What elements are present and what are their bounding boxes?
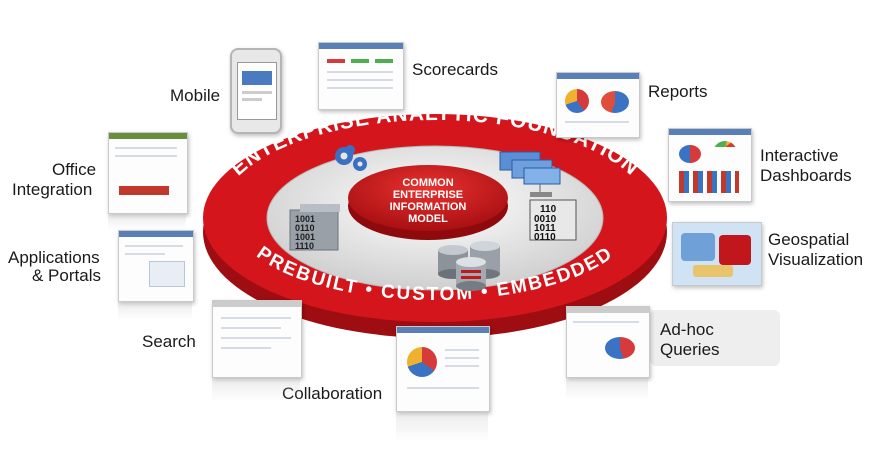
label-scorecards: Scorecards — [412, 60, 498, 79]
thumbnail-row — [115, 155, 177, 157]
gauge-icon — [713, 141, 737, 153]
thumbnail-titlebar — [319, 43, 403, 49]
thumbnail-titlebar — [213, 301, 301, 307]
adhoc-label-background — [650, 310, 780, 366]
mobile-chart — [242, 71, 272, 85]
thumbnail-row — [221, 317, 291, 319]
thumbnail-row — [573, 321, 639, 323]
center-line-3: INFORMATION — [390, 201, 467, 213]
scorecards-thumbnail — [318, 42, 404, 110]
binary-left-3: 1001 — [295, 232, 315, 242]
thumbnail-row — [115, 147, 177, 149]
binary-right-1: 110 — [540, 204, 557, 215]
thumbnail-row — [407, 387, 479, 389]
thumbnail-row — [327, 71, 393, 73]
label-geo-2: Visualization — [768, 250, 864, 269]
label-mobile: Mobile — [170, 86, 221, 105]
score-red — [327, 59, 345, 63]
label-geo-1: Geospatial — [768, 230, 850, 249]
thumbnail-titlebar — [397, 327, 489, 333]
search-thumbnail — [212, 300, 302, 378]
collaboration-thumbnail — [396, 326, 490, 412]
thumbnail-row — [221, 327, 281, 329]
binary-left-2: 0110 — [295, 223, 315, 233]
label-adhoc-2: Queries — [660, 340, 720, 359]
search-reflection — [212, 378, 300, 402]
label-office-2: Integration — [12, 180, 93, 199]
center-line-4: MODEL — [408, 213, 448, 225]
thumbnail-row — [221, 347, 271, 349]
thumbnail-row — [445, 365, 479, 367]
database-icon — [438, 241, 500, 291]
binary-left-4: 1110 — [295, 241, 314, 251]
label-interactive-2: Dashboards — [760, 166, 852, 185]
mobile-screen — [237, 62, 277, 120]
pie-chart-icon — [565, 89, 589, 113]
label-apps-1: Applications — [8, 248, 100, 267]
adhoc-reflection — [566, 378, 648, 400]
thumbnail-row — [327, 79, 393, 81]
office-reflection — [108, 214, 186, 230]
thumbnail-titlebar — [109, 133, 187, 139]
binary-cube-icon — [529, 199, 577, 241]
thumbnail-titlebar — [567, 307, 649, 313]
center-line-1: COMMON — [402, 177, 453, 189]
applications-thumbnail — [118, 230, 194, 302]
adhoc-thumbnail — [566, 306, 650, 378]
gears-icon — [335, 145, 367, 171]
reports-thumbnail — [556, 72, 640, 138]
pie-chart-icon — [679, 145, 701, 163]
label-collaboration: Collaboration — [282, 384, 383, 403]
label-interactive-1: Interactive — [760, 146, 839, 165]
office-thumbnail — [108, 132, 188, 214]
collaboration-reflection — [396, 412, 488, 442]
thumbnail-row — [221, 337, 291, 339]
pie-chart-icon — [407, 347, 437, 377]
binary-right-2: 0010 — [534, 214, 557, 225]
center-disc — [348, 165, 508, 231]
score-green — [351, 59, 369, 63]
thumbnail-titlebar — [557, 73, 639, 79]
thumbnail-row — [327, 87, 393, 89]
server-network-icon — [499, 151, 561, 197]
building-icon — [289, 204, 340, 251]
thumbnail-row — [445, 357, 479, 359]
mobile-thumbnail — [230, 48, 282, 134]
label-adhoc-1: Ad-hoc — [660, 320, 714, 339]
binary-right-3: 1011 — [534, 223, 556, 234]
thumbnail-row — [125, 245, 183, 247]
geospatial-thumbnail — [672, 222, 762, 286]
map-region — [719, 235, 751, 265]
pie-chart-icon — [605, 337, 635, 359]
label-apps-2: & Portals — [32, 266, 101, 285]
thumbnail-row — [565, 121, 629, 123]
pie-chart-icon — [601, 91, 629, 113]
map-region — [681, 233, 715, 261]
label-reports: Reports — [648, 82, 708, 101]
bar-chart-icon — [679, 171, 739, 193]
label-office-1: Office — [52, 160, 97, 179]
label-search: Search — [142, 332, 196, 351]
score-green — [375, 59, 393, 63]
mobile-row — [242, 98, 262, 101]
portal-panel — [149, 261, 185, 287]
map-region — [693, 265, 733, 277]
binary-right-4: 0110 — [534, 232, 556, 243]
binary-left-1: 1001 — [295, 214, 315, 224]
thumbnail-row — [125, 253, 165, 255]
dashboards-thumbnail — [668, 128, 752, 202]
center-line-2: ENTERPRISE — [393, 189, 463, 201]
thumbnail-titlebar — [669, 129, 751, 135]
mobile-row — [242, 91, 272, 94]
thumbnail-row — [445, 349, 479, 351]
bar-chart-icon — [119, 165, 169, 195]
thumbnail-titlebar — [119, 231, 193, 237]
applications-reflection — [118, 302, 192, 320]
